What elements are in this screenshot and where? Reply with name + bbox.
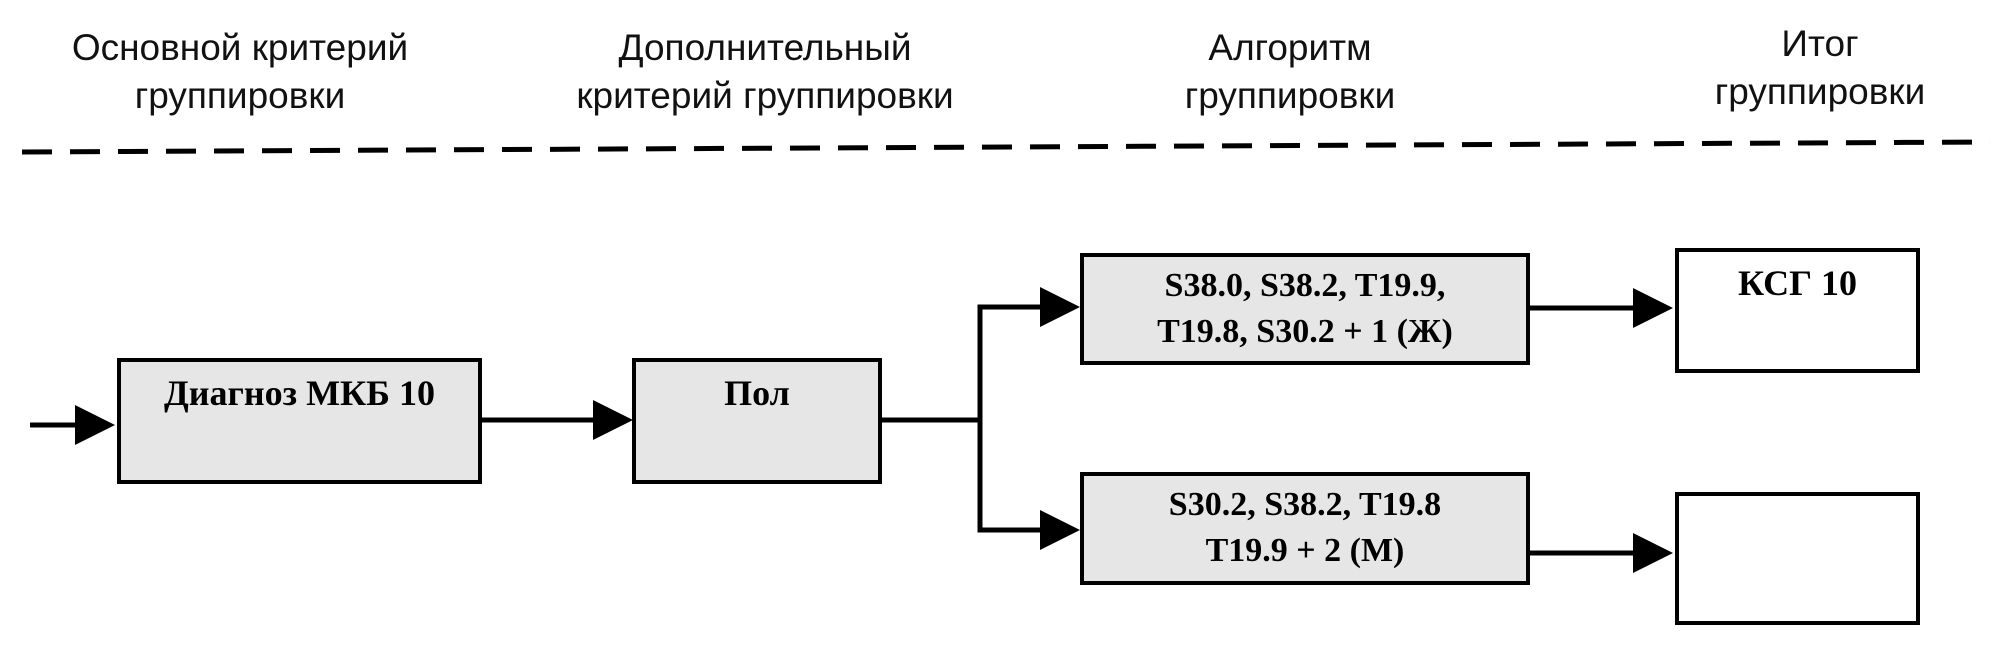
dashed-separator xyxy=(21,139,1991,155)
header-result: Итог группировки xyxy=(1714,23,1926,112)
header-additional-criterion: Дополнительный критерий группировки xyxy=(576,27,954,116)
arrow-branch-male xyxy=(977,418,1080,550)
arrow-branch-female xyxy=(977,287,1080,422)
diagnosis-box: Диагноз МКБ 10 xyxy=(117,358,482,484)
result-top-box: КСГ 10 xyxy=(1675,248,1920,373)
header-main-criterion: Основной критерий группировки xyxy=(71,27,409,116)
sex-box: Пол xyxy=(632,358,882,484)
algorithm-male-box: S30.2, S38.2, T19.8 T19.9 + 2 (М) xyxy=(1080,472,1530,585)
algorithm-female-box: S38.0, S38.2, T19.9, T19.8, S30.2 + 1 (Ж… xyxy=(1080,253,1530,365)
result-bottom-box xyxy=(1675,492,1920,625)
header-algorithm: Алгоритм группировки xyxy=(1184,27,1396,116)
